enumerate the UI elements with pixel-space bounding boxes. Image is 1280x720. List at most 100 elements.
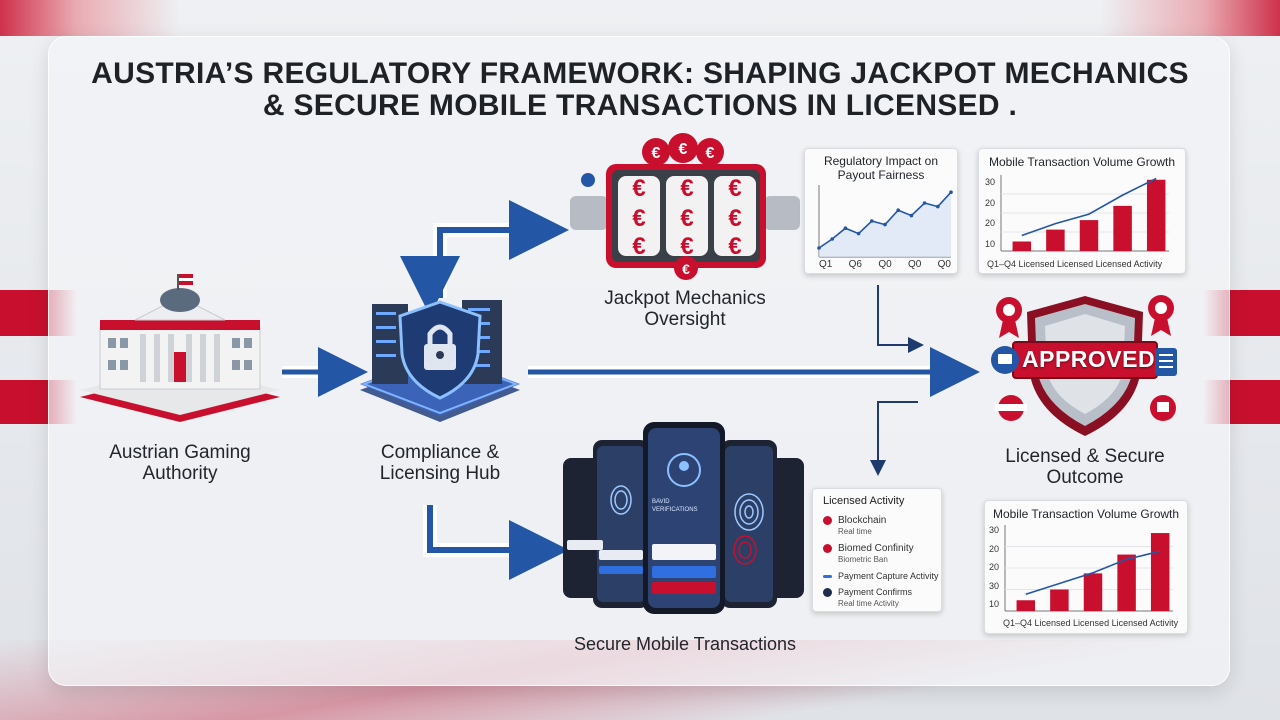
data-point [949,190,953,194]
bar [1146,179,1166,251]
hub-label-line-1: Compliance & [380,442,500,463]
volume-top-footer: Q1–Q4 Licensed Licensed Licensed Activit… [987,259,1163,269]
payout-x-label: Q6 [848,259,862,270]
authority-label-line-2: Authority [142,463,218,484]
volume-bottom-y-label: 30 [989,580,1000,591]
hub-label: Compliance & Licensing Hub [355,442,525,484]
volume-bottom-bar-chart [1004,525,1173,612]
payout-x-label: Q0 [907,259,922,270]
svg-text:€: € [632,175,645,202]
svg-text:€: € [706,145,715,162]
payout-x-labels: Q1 Q6 Q0 Q0 Q0 [819,259,951,270]
volume-chart-bottom-title: Mobile Transaction Volume Growth [992,507,1180,521]
arrow-outcome-to-activity [870,401,918,476]
volume-bottom-y-label: 20 [989,562,1000,572]
bar [1016,600,1036,611]
page-title: AUSTRIA’S REGULATORY FRAMEWORK: SHAPING … [60,58,1220,122]
title-line-2: & SECURE MOBILE TRANSACTIONS IN LICENSED… [262,89,1018,122]
jackpot-label: Jackpot Mechanics Oversight [585,288,785,330]
outcome-label: Licensed & Secure Outcome [990,446,1180,488]
arrow-hub-mobile [423,505,545,557]
svg-text:€: € [632,233,645,260]
volume-top-bar-chart [1000,175,1169,252]
data-point [856,231,861,236]
payout-chart-card: Regulatory Impact on Payout Fairness Q1 … [804,148,958,274]
svg-text:€: € [682,261,690,277]
data-point [830,237,834,241]
outcome-label-line-1: Licensed & Secure [1005,446,1165,467]
mobile-phones-icon [563,422,804,614]
svg-text:€: € [632,205,645,232]
trend-line [1021,177,1157,237]
authority-building-icon [80,274,280,422]
authority-label: Austrian Gaming Authority [90,442,270,484]
svg-text:€: € [680,175,693,202]
title-line-1: AUSTRIA’S REGULATORY FRAMEWORK: SHAPING … [91,57,1189,90]
svg-text:€: € [652,145,661,162]
compliance-hub-icon [360,300,520,422]
list-item-sub: Real time Activity [838,599,899,608]
payout-line-chart [817,185,953,258]
close-icon [823,588,832,598]
svg-text:€: € [679,141,688,158]
trend-line [1025,550,1161,596]
list-item-title: Payment Capture Activity [838,571,939,581]
bar [1050,589,1069,611]
volume-top-y-label: 10 [985,238,996,249]
list-item-sub: Biometric Ban [838,555,888,564]
payout-chart-title-line-2: Payout Fairness [837,168,925,182]
bar [1117,554,1136,611]
phone-heading-line-1: BAVID [652,499,670,505]
mobile-label: Secure Mobile Transactions [540,634,830,655]
volume-bottom-y-label: 20 [989,543,1000,554]
volume-chart-top-card: Mobile Transaction Volume Growth 30 20 2… [978,148,1186,274]
mobile-label-text: Secure Mobile Transactions [573,634,797,654]
slot-machine-icon: €€€ €€€ €€€ €€€ € [570,133,800,280]
bar [1046,229,1065,251]
list-item: Payment Capture Activity [823,571,939,582]
outcome-label-line-2: Outcome [1046,467,1124,488]
data-point [936,204,940,209]
licensed-activity-title: Licensed Activity [823,495,905,507]
data-point [909,213,914,218]
volume-top-y-label: 20 [985,197,996,208]
volume-bottom-footer: Q1–Q4 Licensed Licensed Licensed Activit… [1003,618,1179,628]
volume-chart-bottom-card: Mobile Transaction Volume Growth 30 20 2… [984,500,1188,634]
approved-badge: APPROVED [1022,346,1156,372]
data-point [843,226,848,230]
bar [1083,573,1103,611]
list-item: Payment Confirms Real time Activity [823,587,912,609]
volume-bottom-y-label: 10 [989,599,1000,609]
licensed-activity-card: Licensed Activity Blockchain Real time B… [812,488,942,612]
list-item: Blockchain Real time [823,515,886,537]
data-point [870,219,874,223]
payout-chart-title: Regulatory Impact on Payout Fairness [805,154,957,182]
phone-heading-line-2: VERIFICATIONS [652,507,698,513]
svg-text:€: € [680,205,693,232]
volume-bottom-y-labels: 30 20 20 30 10 [989,525,999,609]
list-item-title: Payment Confirms [838,587,913,597]
svg-text:€: € [728,175,741,202]
data-point [883,222,887,227]
approved-shield-icon [991,295,1177,436]
arrow-chart-to-outcome [877,285,924,353]
list-item-title: Blockchain [838,515,887,526]
bg-stripe-top [0,0,1280,36]
volume-bottom-y-label: 30 [989,525,1000,535]
payout-x-label: Q0 [878,259,892,270]
payout-x-label: Q0 [937,259,951,270]
bar [1079,220,1099,251]
biometric-status-icon [823,543,832,553]
bar [1150,533,1170,611]
list-item: Biomed Confinity Biometric Ban [823,543,914,565]
jackpot-label-line-2: Oversight [644,309,726,330]
authority-label-line-1: Austrian Gaming [109,442,251,463]
hub-label-line-2: Licensing Hub [379,463,501,484]
bar [1113,205,1132,251]
svg-text:€: € [680,233,693,260]
volume-chart-top-title: Mobile Transaction Volume Growth [988,155,1176,169]
blockchain-status-icon [823,515,832,525]
phone-heading: BAVID VERIFICATIONS [652,498,722,514]
list-item-title: Biomed Confinity [838,543,914,554]
